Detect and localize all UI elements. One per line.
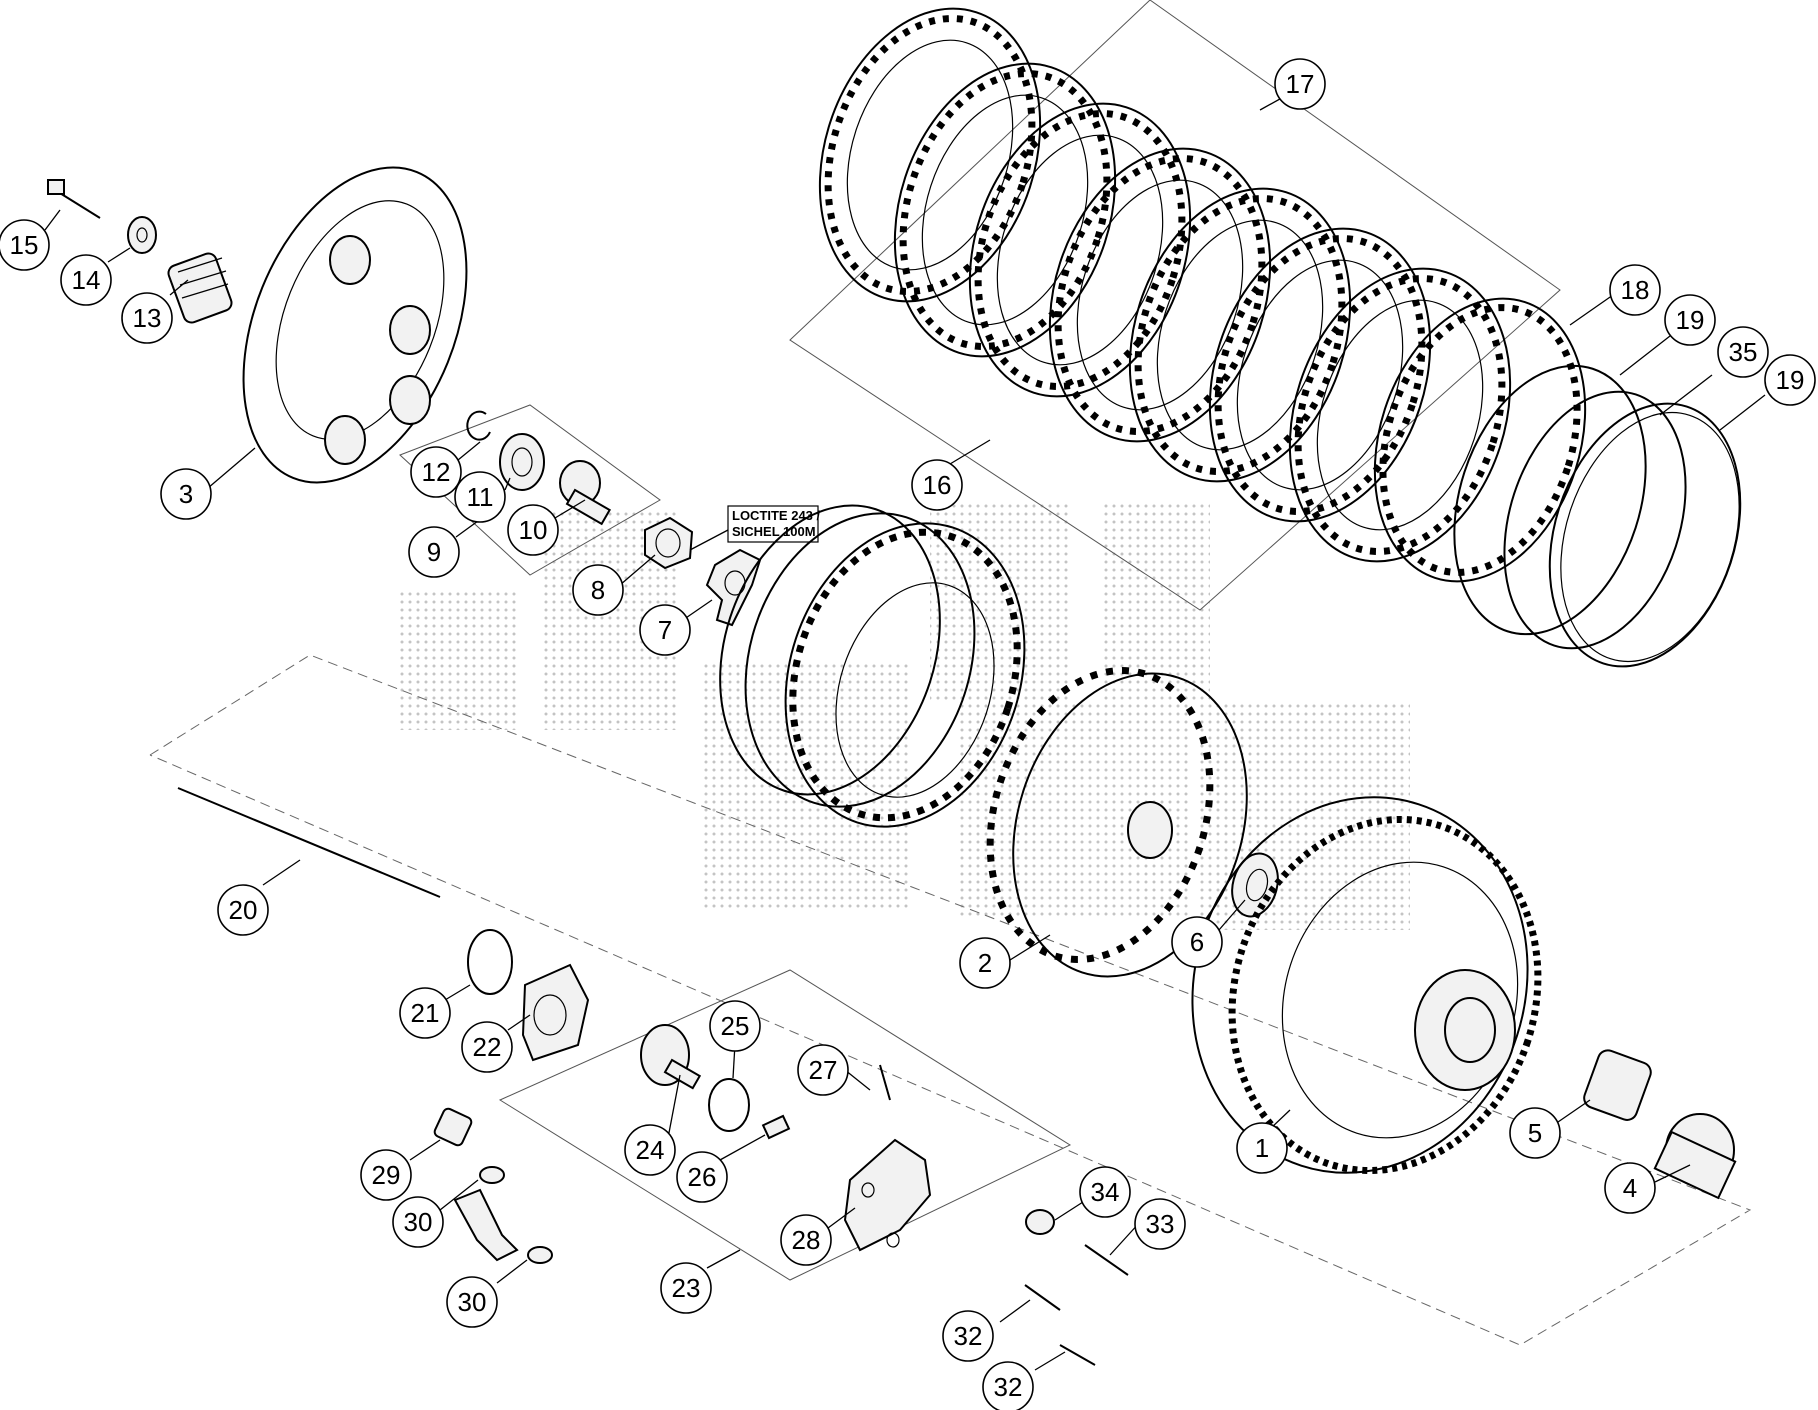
svg-text:5: 5	[1528, 1118, 1542, 1148]
callout-20: 20	[217, 884, 269, 936]
nut-and-lock-washer	[644, 516, 762, 627]
release-bearing-set	[466, 410, 612, 526]
callout-7: 7	[639, 604, 691, 656]
svg-text:30: 30	[404, 1207, 433, 1237]
svg-text:32: 32	[994, 1372, 1023, 1402]
bolts-and-washers	[433, 1107, 1129, 1366]
svg-text:23: 23	[672, 1273, 701, 1303]
push-rod	[177, 787, 441, 898]
callouts: 1 2 3 4 5 6 7 8 9 10 11 12 13 14 15 16 1…	[0, 58, 1816, 1410]
inner-clutch-hub	[986, 667, 1248, 978]
svg-text:30: 30	[458, 1287, 487, 1317]
callout-25: 25	[709, 1000, 761, 1052]
callout-3: 3	[160, 468, 212, 520]
svg-text:4: 4	[1623, 1173, 1637, 1203]
svg-text:6: 6	[1190, 927, 1204, 957]
svg-text:10: 10	[519, 515, 548, 545]
svg-text:18: 18	[1621, 275, 1650, 305]
callout-28: 28	[780, 1214, 832, 1266]
svg-text:9: 9	[427, 537, 441, 567]
callout-32b: 32	[982, 1361, 1034, 1410]
callout-15: 15	[0, 219, 50, 271]
note-line-1: LOCTITE 243 /	[732, 508, 821, 523]
callout-30a: 30	[392, 1196, 444, 1248]
callout-19a: 19	[1664, 294, 1716, 346]
callout-13: 13	[121, 292, 173, 344]
svg-text:29: 29	[372, 1160, 401, 1190]
loctite-note: LOCTITE 243 / SICHEL 100M	[689, 505, 821, 551]
svg-text:32: 32	[954, 1321, 983, 1351]
callout-24: 24	[624, 1124, 676, 1176]
svg-text:27: 27	[809, 1055, 838, 1085]
callout-9: 9	[408, 526, 460, 578]
o-ring-and-gasket	[467, 929, 590, 1062]
callout-19b: 19	[1764, 354, 1816, 406]
callout-21: 21	[399, 987, 451, 1039]
svg-text:26: 26	[688, 1162, 717, 1192]
svg-text:34: 34	[1091, 1177, 1120, 1207]
callout-11: 11	[454, 471, 506, 523]
callout-17: 17	[1274, 58, 1326, 110]
slave-cylinder-group	[640, 1024, 932, 1252]
callout-16: 16	[911, 459, 963, 511]
callout-32a: 32	[942, 1310, 994, 1362]
svg-text:11: 11	[467, 482, 494, 512]
svg-text:21: 21	[411, 998, 440, 1028]
callout-5: 5	[1509, 1107, 1561, 1159]
callout-29: 29	[360, 1149, 412, 1201]
svg-text:1: 1	[1255, 1133, 1269, 1163]
clutch-basket	[1191, 796, 1542, 1175]
svg-text:7: 7	[658, 615, 672, 645]
callout-26: 26	[676, 1151, 728, 1203]
svg-text:16: 16	[923, 470, 952, 500]
callout-6: 6	[1171, 916, 1223, 968]
pressure-plate	[242, 166, 468, 484]
svg-text:3: 3	[179, 479, 193, 509]
callout-23: 23	[660, 1262, 712, 1314]
callout-18: 18	[1609, 264, 1661, 316]
callout-27: 27	[797, 1044, 849, 1096]
callout-34: 34	[1079, 1166, 1131, 1218]
svg-text:15: 15	[10, 230, 39, 260]
svg-text:35: 35	[1729, 337, 1758, 367]
spring-bolt-set	[47, 179, 233, 324]
callout-10: 10	[507, 504, 559, 556]
callout-33: 33	[1134, 1198, 1186, 1250]
callout-35: 35	[1717, 326, 1769, 378]
svg-text:2: 2	[978, 948, 992, 978]
svg-text:28: 28	[792, 1225, 821, 1255]
callout-1: 1	[1236, 1122, 1288, 1174]
svg-text:22: 22	[473, 1032, 502, 1062]
callout-30b: 30	[446, 1276, 498, 1328]
svg-text:14: 14	[72, 265, 101, 295]
needle-bearing-and-bushing	[1583, 1049, 1737, 1200]
clutch-plates	[818, 7, 1742, 668]
svg-text:25: 25	[721, 1011, 750, 1041]
callout-12: 12	[410, 446, 462, 498]
svg-text:33: 33	[1146, 1209, 1175, 1239]
callout-2: 2	[959, 937, 1011, 989]
note-line-2: SICHEL 100M	[732, 524, 816, 539]
callout-14: 14	[60, 254, 112, 306]
svg-text:12: 12	[422, 457, 451, 487]
callout-22: 22	[461, 1021, 513, 1073]
svg-text:19: 19	[1676, 305, 1705, 335]
callout-8: 8	[572, 564, 624, 616]
svg-text:19: 19	[1776, 365, 1805, 395]
svg-text:17: 17	[1286, 69, 1315, 99]
svg-text:13: 13	[133, 303, 162, 333]
assembled-clutch-pack	[719, 504, 1026, 828]
svg-text:24: 24	[636, 1135, 665, 1165]
callout-4: 4	[1604, 1162, 1656, 1214]
svg-text:8: 8	[591, 575, 605, 605]
svg-text:20: 20	[229, 895, 258, 925]
